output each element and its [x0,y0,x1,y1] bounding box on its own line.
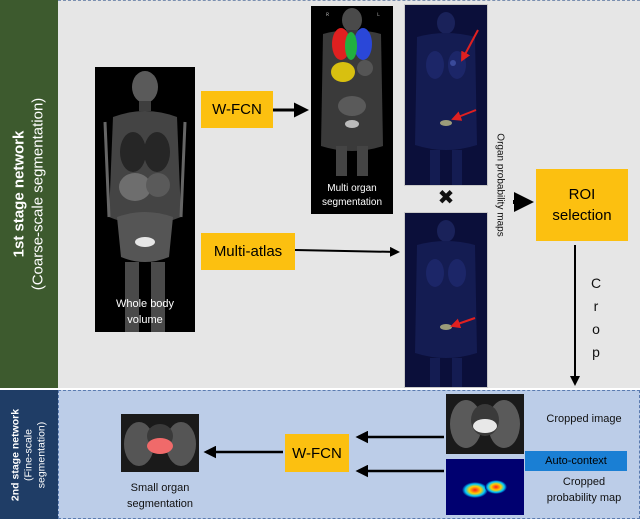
whole-body-caption-line1: Whole body [115,298,175,310]
small-organ-caption: Small organ segmentation [104,481,216,513]
probability-map-top-image [404,4,488,186]
svg-text:R: R [326,12,329,18]
multiply-symbol: ✖ [437,187,455,209]
cropped-image-caption-text: Cropped image [546,413,622,425]
roi-line1: ROI [568,186,596,203]
multi-organ-caption-line1: Multi organ [327,183,377,194]
wfcn-bottom-box: W-FCN [285,434,349,472]
multi-atlas-label: Multi-atlas [213,243,283,260]
roi-line2: selection [552,207,612,224]
stage2-sidebar: 2nd stage network (Fine-scale segmentati… [0,390,58,519]
crop-letter-r: r [593,298,599,314]
red-pointer-2 [451,109,477,121]
cropped-prob-caption: Cropped probability map [528,475,640,507]
stage1-sidebar: 1st stage network (Coarse-scale segmenta… [0,0,58,388]
small-organ-caption-line2: segmentation [126,497,194,510]
auto-context-label: Auto-context [545,455,607,467]
crop-letter-o: o [592,321,600,337]
crop-label: C r o p [588,272,604,364]
crop-letter-c: C [590,275,602,291]
wfcn-bottom-label: W-FCN [292,444,342,462]
whole-body-caption: Whole body volume [95,297,195,329]
cropped-image [446,394,524,454]
cropped-prob-caption-line1: Cropped [562,476,606,488]
whole-body-mri-image: Whole body volume [95,67,195,332]
arrow-atlas-to-prob [294,246,400,257]
multiply-icon: ✖ [435,187,457,209]
cropped-image-caption: Cropped image [528,412,640,428]
small-organ-seg-image [121,414,199,472]
multi-organ-seg-image: R L Multi organ segmentation [311,6,393,214]
wfcn-top-label: W-FCN [212,101,262,118]
red-pointer-3 [450,317,476,329]
multi-organ-caption: Multi organ segmentation [311,182,393,210]
probability-map-bottom-image [404,212,488,388]
svg-text:L: L [377,12,380,18]
multi-organ-caption-line2: segmentation [321,197,383,208]
roi-selection-box: ROI selection [536,169,628,241]
wfcn-top-box: W-FCN [201,91,273,128]
multi-atlas-box: Multi-atlas [201,233,295,270]
red-pointer-1 [461,29,479,62]
small-organ-caption-line1: Small organ [130,482,190,494]
cropped-prob-caption-line2: probability map [546,491,622,504]
auto-context-box: Auto-context [525,451,627,471]
cropped-probability-map [446,459,524,515]
whole-body-caption-line2: volume [127,313,163,326]
crop-letter-p: p [592,344,600,360]
